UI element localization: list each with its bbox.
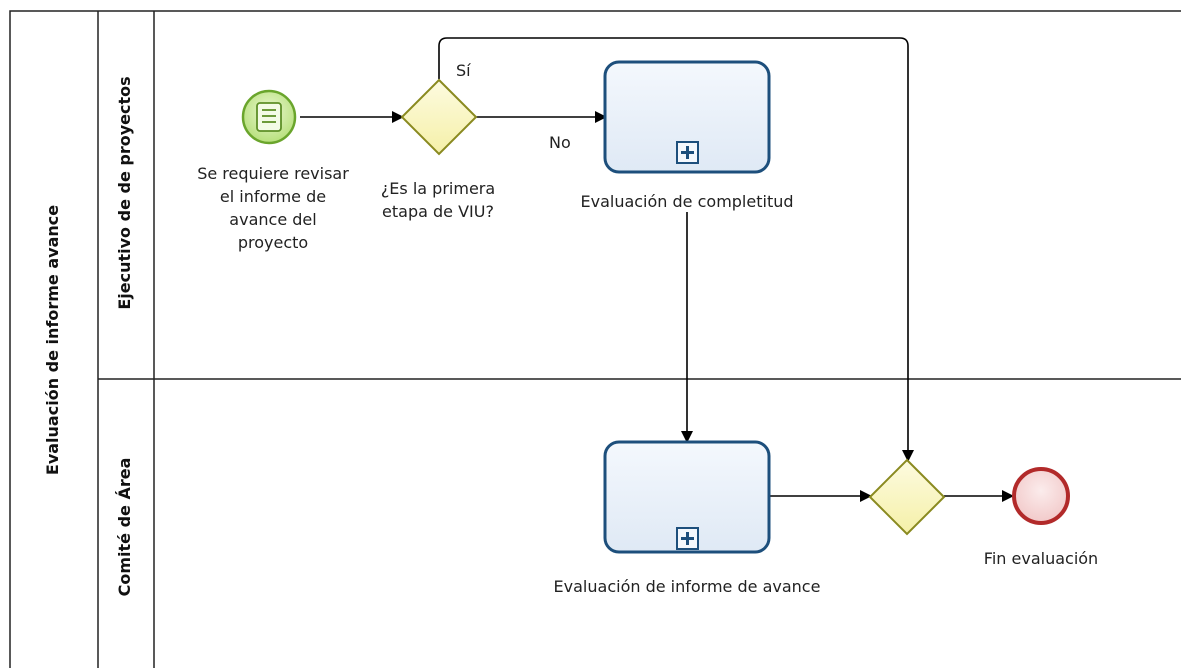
end-event-label: Fin evaluación — [983, 549, 1099, 568]
gateway-first-stage-label: ¿Es la primera etapa de VIU? — [380, 179, 496, 221]
task-completitud[interactable] — [603, 60, 771, 174]
subprocess-expand-icon[interactable] — [676, 141, 699, 164]
pool-label: Evaluación de informe avance — [43, 204, 62, 476]
pool-border — [9, 10, 1181, 668]
gateway-first-stage[interactable] — [400, 78, 478, 156]
gateway-merge[interactable] — [868, 458, 946, 536]
flow-gateway-yes — [438, 37, 914, 462]
lane-label-comite: Comité de Área — [115, 457, 134, 597]
end-event[interactable] — [1012, 467, 1070, 525]
start-event-label: Se requiere revisar el informe de avance… — [197, 164, 349, 252]
start-event[interactable] — [241, 89, 297, 145]
subprocess-expand-icon[interactable] — [676, 527, 699, 550]
task-informe-label: Evaluación de informe de avance — [553, 577, 821, 596]
message-icon — [256, 102, 282, 132]
flow-no-label: No — [549, 133, 571, 152]
task-completitud-label: Evaluación de completitud — [580, 192, 794, 211]
task-informe[interactable] — [603, 440, 771, 554]
lane-label-ejecutivo: Ejecutivo de de proyectos — [115, 76, 134, 310]
flow-yes-label: Sí — [456, 61, 471, 80]
